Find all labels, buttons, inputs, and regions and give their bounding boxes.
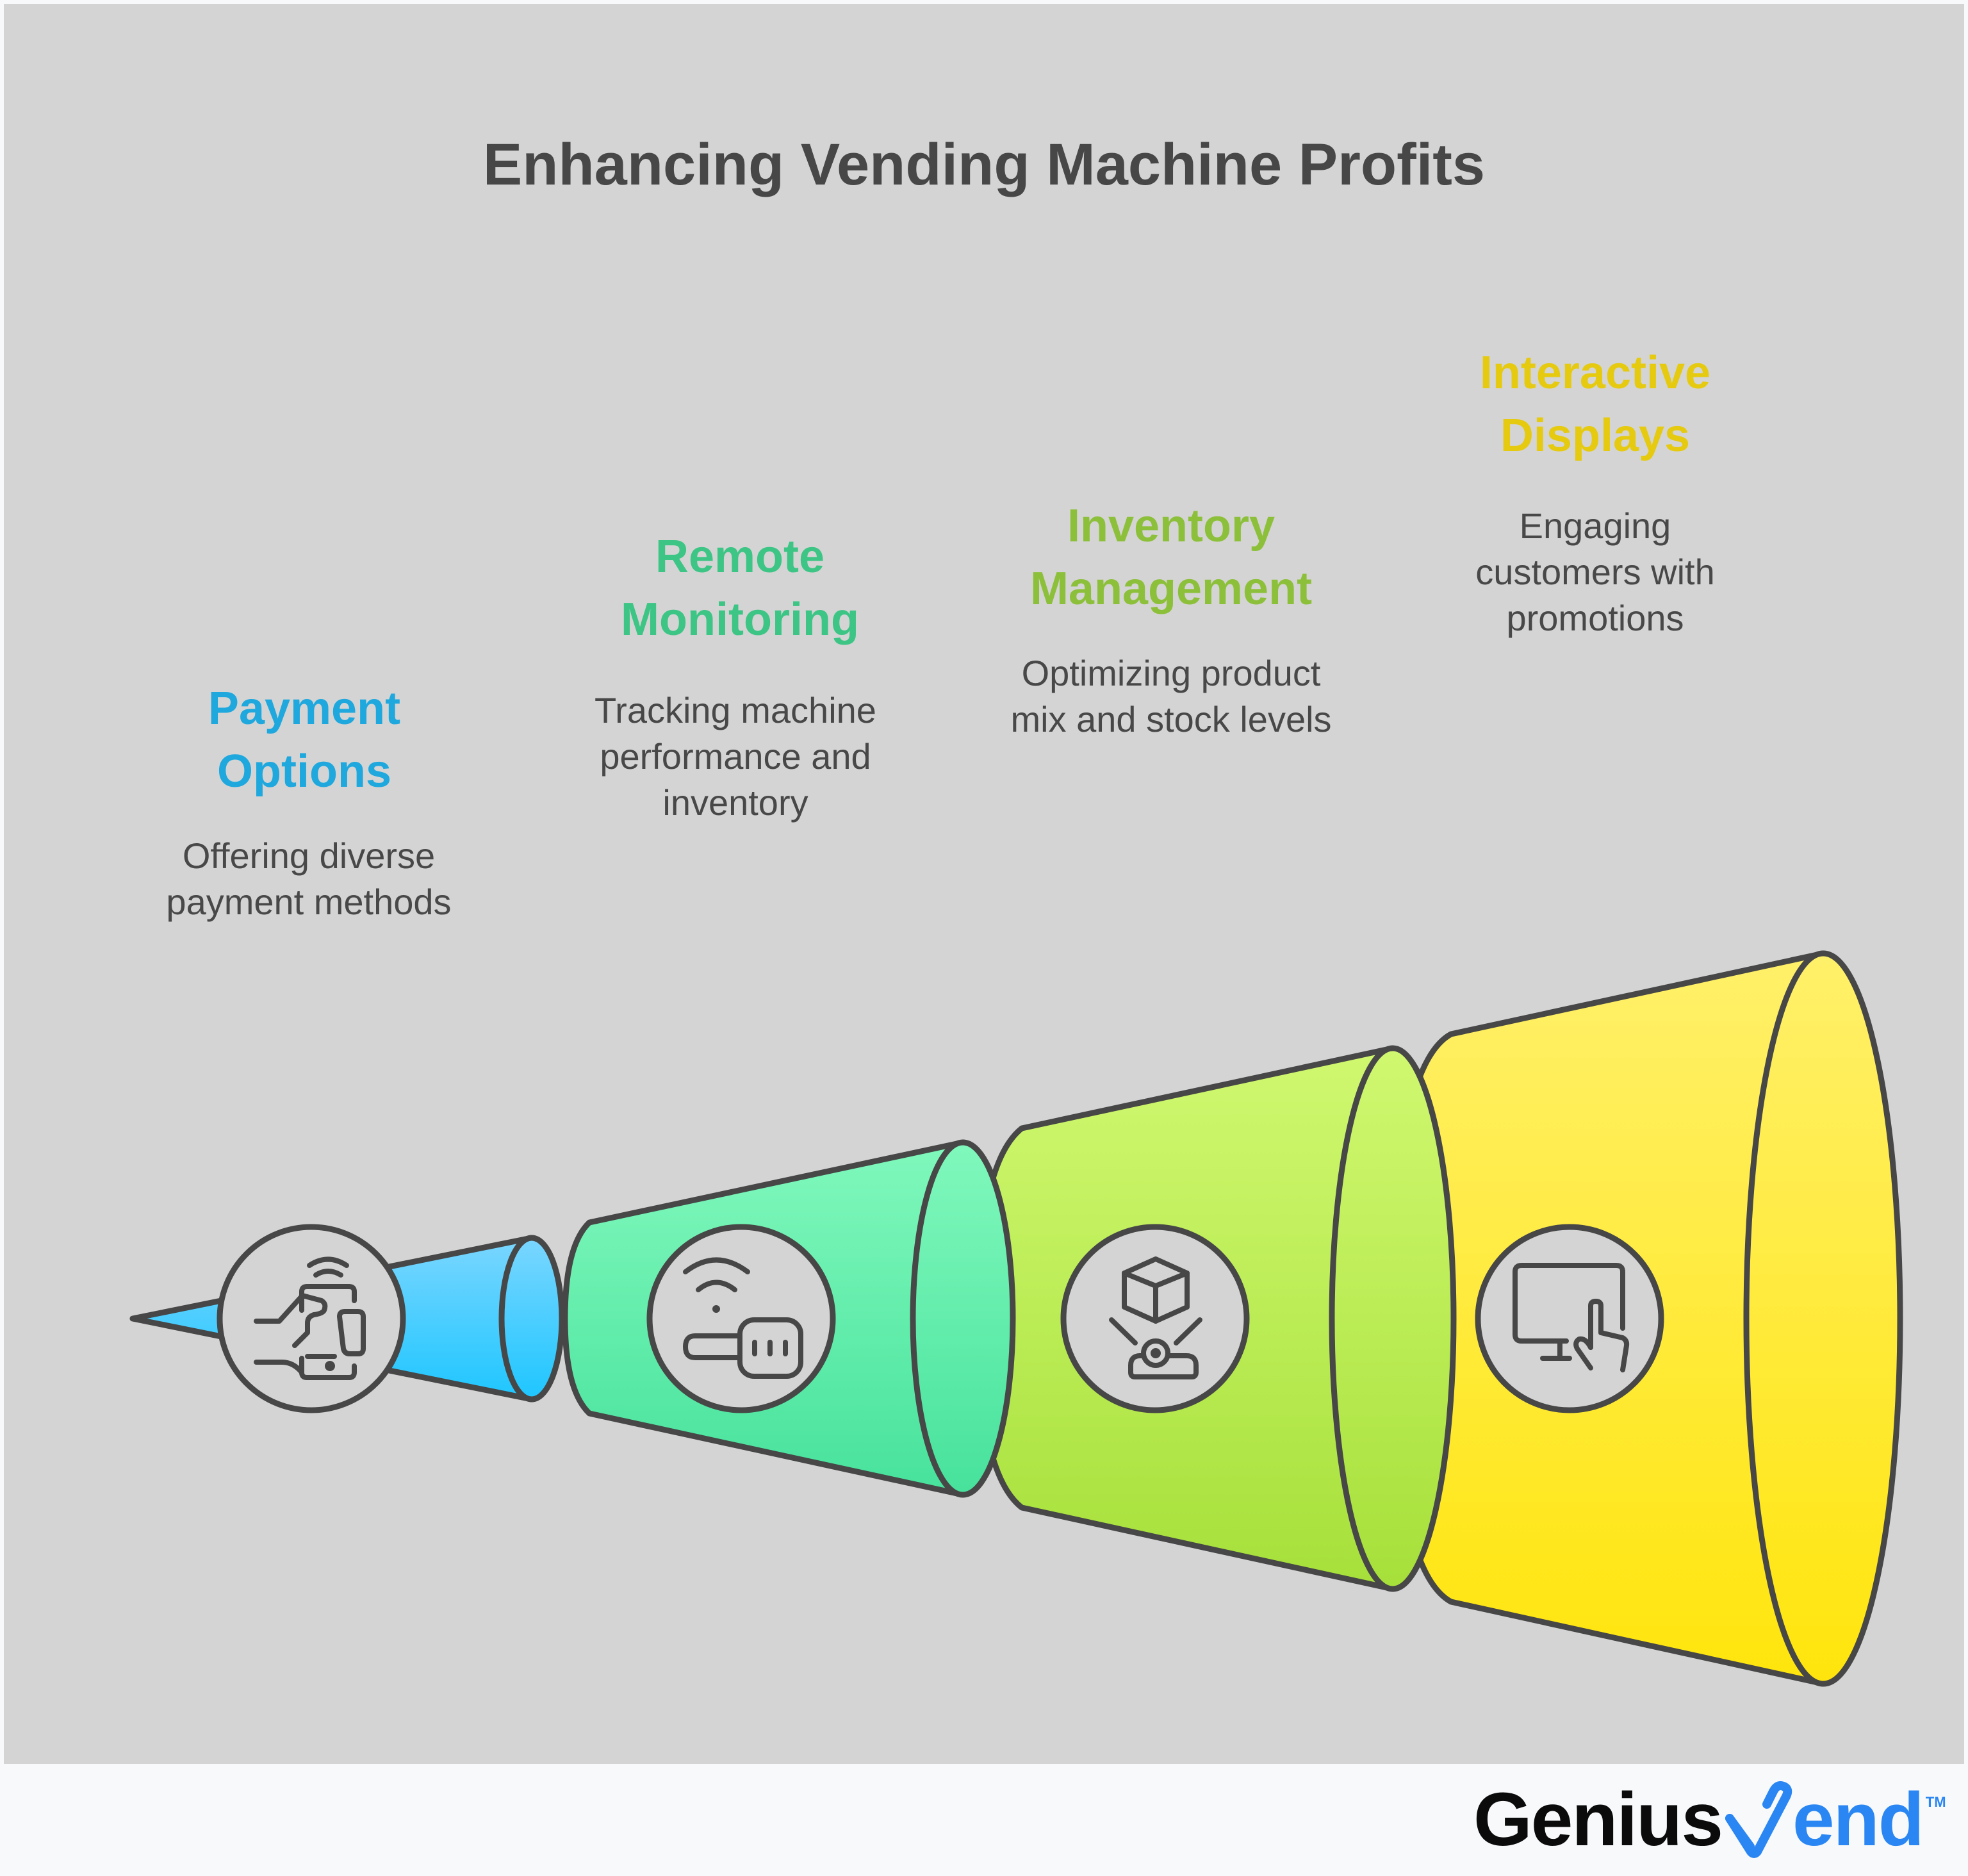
box-scanner-icon bbox=[1109, 1256, 1202, 1379]
step-2-desc-line: Tracking machine bbox=[594, 690, 876, 730]
step-3-title-line-2: Management bbox=[1029, 563, 1313, 614]
step-1-title-line-1: Payment bbox=[208, 683, 401, 734]
step-4-title: Interactive Displays bbox=[1371, 341, 1819, 467]
step-2-description: Tracking machine performance and invento… bbox=[511, 687, 960, 826]
logo-text-genius: Genius bbox=[1473, 1777, 1723, 1862]
step-2-title: Remote Monitoring bbox=[516, 525, 964, 651]
trademark-symbol: TM bbox=[1925, 1794, 1946, 1810]
step-1-description: Offering diverse payment methods bbox=[85, 833, 533, 925]
step-2-desc-line: inventory bbox=[662, 782, 808, 823]
step-4-title-line-2: Displays bbox=[1500, 410, 1691, 461]
step-2-title-line-1: Remote bbox=[655, 531, 825, 582]
funnel-segment-3 bbox=[975, 1045, 1457, 1592]
step-4-description: Engaging customers with promotions bbox=[1371, 503, 1819, 641]
step-4-desc-line: Engaging bbox=[1519, 506, 1671, 546]
step-3-description: Optimizing product mix and stock levels bbox=[947, 650, 1395, 743]
step-4-desc-line: customers with bbox=[1475, 552, 1715, 592]
step-4-icon-circle bbox=[1475, 1224, 1664, 1413]
contactless-phone-payment-icon bbox=[254, 1256, 366, 1380]
segment-4-end-cap bbox=[1743, 950, 1903, 1687]
wifi-sensor-icon bbox=[683, 1257, 803, 1379]
step-3-title: Inventory Management bbox=[947, 495, 1395, 620]
segment-1-end-cap bbox=[498, 1235, 565, 1403]
step-3-title-line-1: Inventory bbox=[1067, 500, 1275, 552]
step-4-title-line-1: Interactive bbox=[1479, 347, 1711, 399]
step-2-title-line-2: Monitoring bbox=[621, 594, 859, 645]
step-2-icon-circle bbox=[646, 1224, 836, 1413]
step-3-desc-line: Optimizing product bbox=[1021, 653, 1321, 693]
step-1-title: Payment Options bbox=[80, 677, 529, 803]
diagram-title: Enhancing Vending Machine Profits bbox=[482, 132, 1486, 197]
logo-text-end: end bbox=[1792, 1777, 1924, 1862]
segment-2-end-cap bbox=[910, 1139, 1016, 1498]
touchscreen-monitor-icon bbox=[1513, 1263, 1630, 1372]
checkmark-v-icon bbox=[1725, 1781, 1792, 1858]
step-3-desc-line: mix and stock levels bbox=[1010, 699, 1332, 739]
step-4-desc-line: promotions bbox=[1506, 598, 1684, 638]
segment-3-end-cap bbox=[1329, 1045, 1457, 1592]
step-2-desc-line: performance and bbox=[600, 736, 871, 777]
step-1-desc-line: Offering diverse bbox=[182, 835, 436, 876]
step-1-title-line-2: Options bbox=[217, 746, 391, 797]
step-1-desc-line: payment methods bbox=[166, 882, 452, 922]
genius-vend-logo: Genius end TM bbox=[1473, 1777, 1946, 1862]
